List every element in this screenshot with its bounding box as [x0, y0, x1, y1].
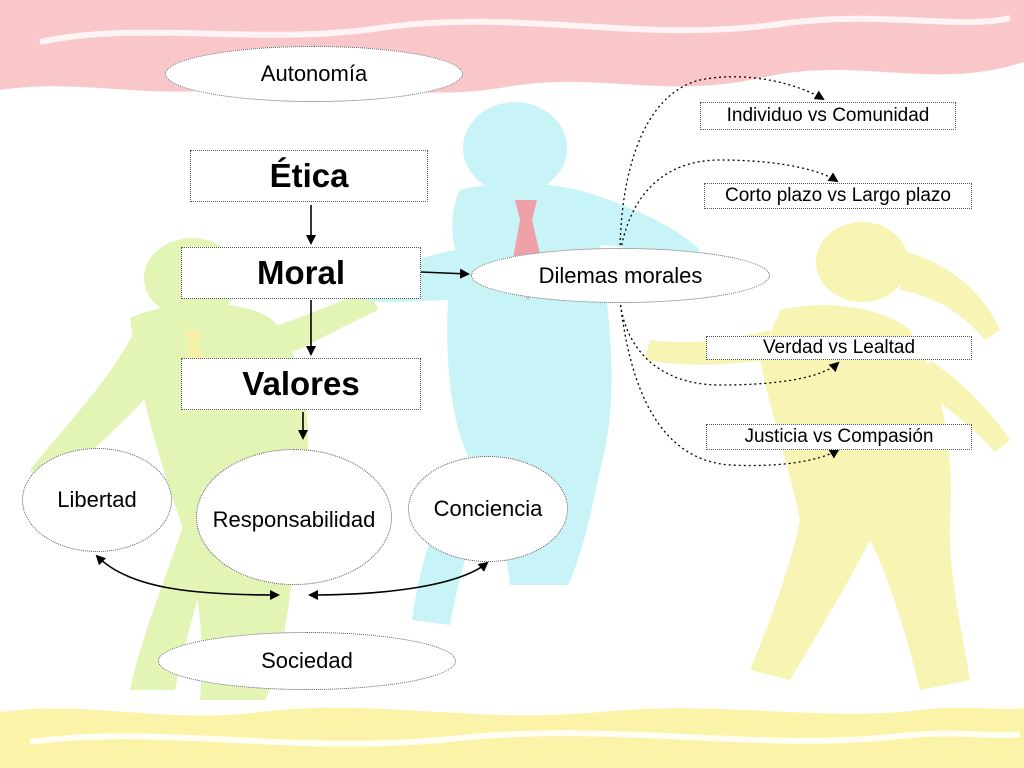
bottom-band-highlight: [29, 730, 1021, 747]
sociedad-node: Sociedad: [158, 632, 456, 690]
conciencia-node: Conciencia: [408, 456, 568, 562]
valores-box: Valores: [181, 358, 421, 410]
autonomia-node: Autonomía: [165, 46, 463, 102]
bottom-yellow-band: [0, 707, 1024, 768]
top-pink-band: [0, 0, 1024, 93]
dilemma-corto-largo-plazo: Corto plazo vs Largo plazo: [704, 183, 972, 209]
etica-box: Ética: [190, 150, 428, 202]
responsabilidad-node: Responsabilidad: [196, 449, 392, 585]
dilemma-verdad-lealtad: Verdad vs Lealtad: [706, 336, 972, 360]
libertad-node: Libertad: [22, 448, 172, 552]
dilemas-morales-node: Dilemas morales: [471, 248, 770, 303]
dilemma-justicia-compasion: Justicia vs Compasión: [706, 424, 972, 450]
dilemma-individuo-comunidad: Individuo vs Comunidad: [700, 102, 956, 130]
moral-box: Moral: [181, 247, 421, 299]
top-band-highlight: [39, 15, 1011, 45]
